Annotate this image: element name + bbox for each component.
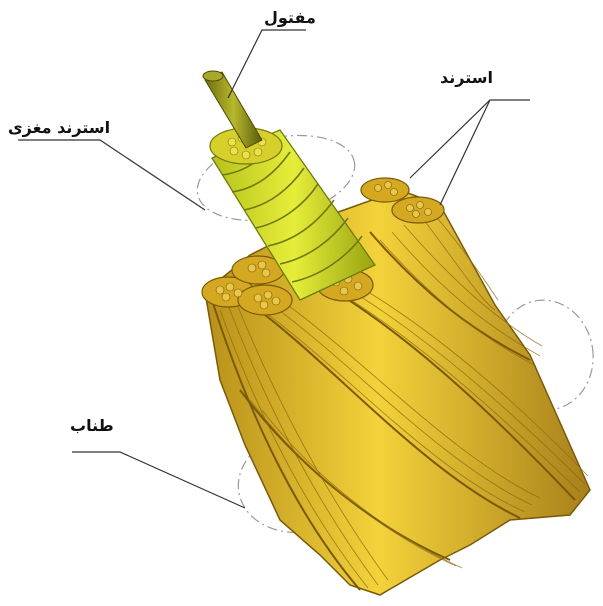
strand-end-6: [392, 197, 444, 223]
leader-core-strand: [18, 140, 205, 210]
strand-end-2: [238, 285, 292, 315]
center-wire-end: [203, 71, 223, 81]
leader-rope: [72, 452, 245, 508]
leader-wire: [228, 30, 306, 98]
label-wire: مفتول: [264, 10, 316, 26]
rope-body: [202, 178, 590, 595]
strand-end-5: [361, 178, 409, 202]
label-strand: استرند: [440, 70, 493, 86]
label-core-strand: استرند مغزی: [8, 120, 110, 136]
leader-strand-b: [440, 100, 490, 205]
leader-strand-a: [410, 100, 530, 178]
label-rope: طناب: [70, 418, 114, 434]
